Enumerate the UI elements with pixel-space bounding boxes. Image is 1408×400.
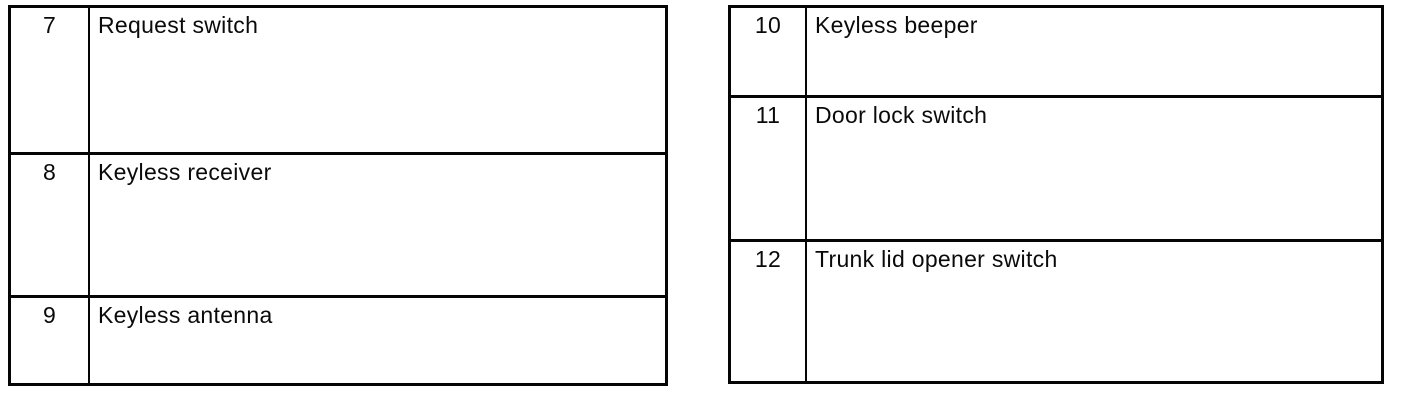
item-label: Keyless beeper [815,12,978,38]
table-row: 7 Request switch [11,8,665,155]
legend-table-right: 10 Keyless beeper 11 Door lock switch 12… [728,5,1384,384]
item-number: 9 [11,298,90,383]
item-number: 7 [11,8,90,152]
item-label: Keyless receiver [98,159,272,185]
legend-table-left: 7 Request switch 8 Keyless receiver 9 Ke… [8,5,668,386]
item-label: Door lock switch [815,102,988,128]
table-row: 12 Trunk lid opener switch [731,242,1381,381]
table-row: 11 Door lock switch [731,98,1381,242]
item-number: 12 [731,242,807,381]
item-label: Request switch [98,12,259,38]
item-number: 8 [11,155,90,295]
item-number: 10 [731,8,807,95]
item-label: Trunk lid opener switch [815,246,1058,272]
table-row: 9 Keyless antenna [11,298,665,383]
table-row: 8 Keyless receiver [11,155,665,298]
item-number: 11 [731,98,807,239]
table-row: 10 Keyless beeper [731,8,1381,98]
item-label: Keyless antenna [98,302,273,328]
